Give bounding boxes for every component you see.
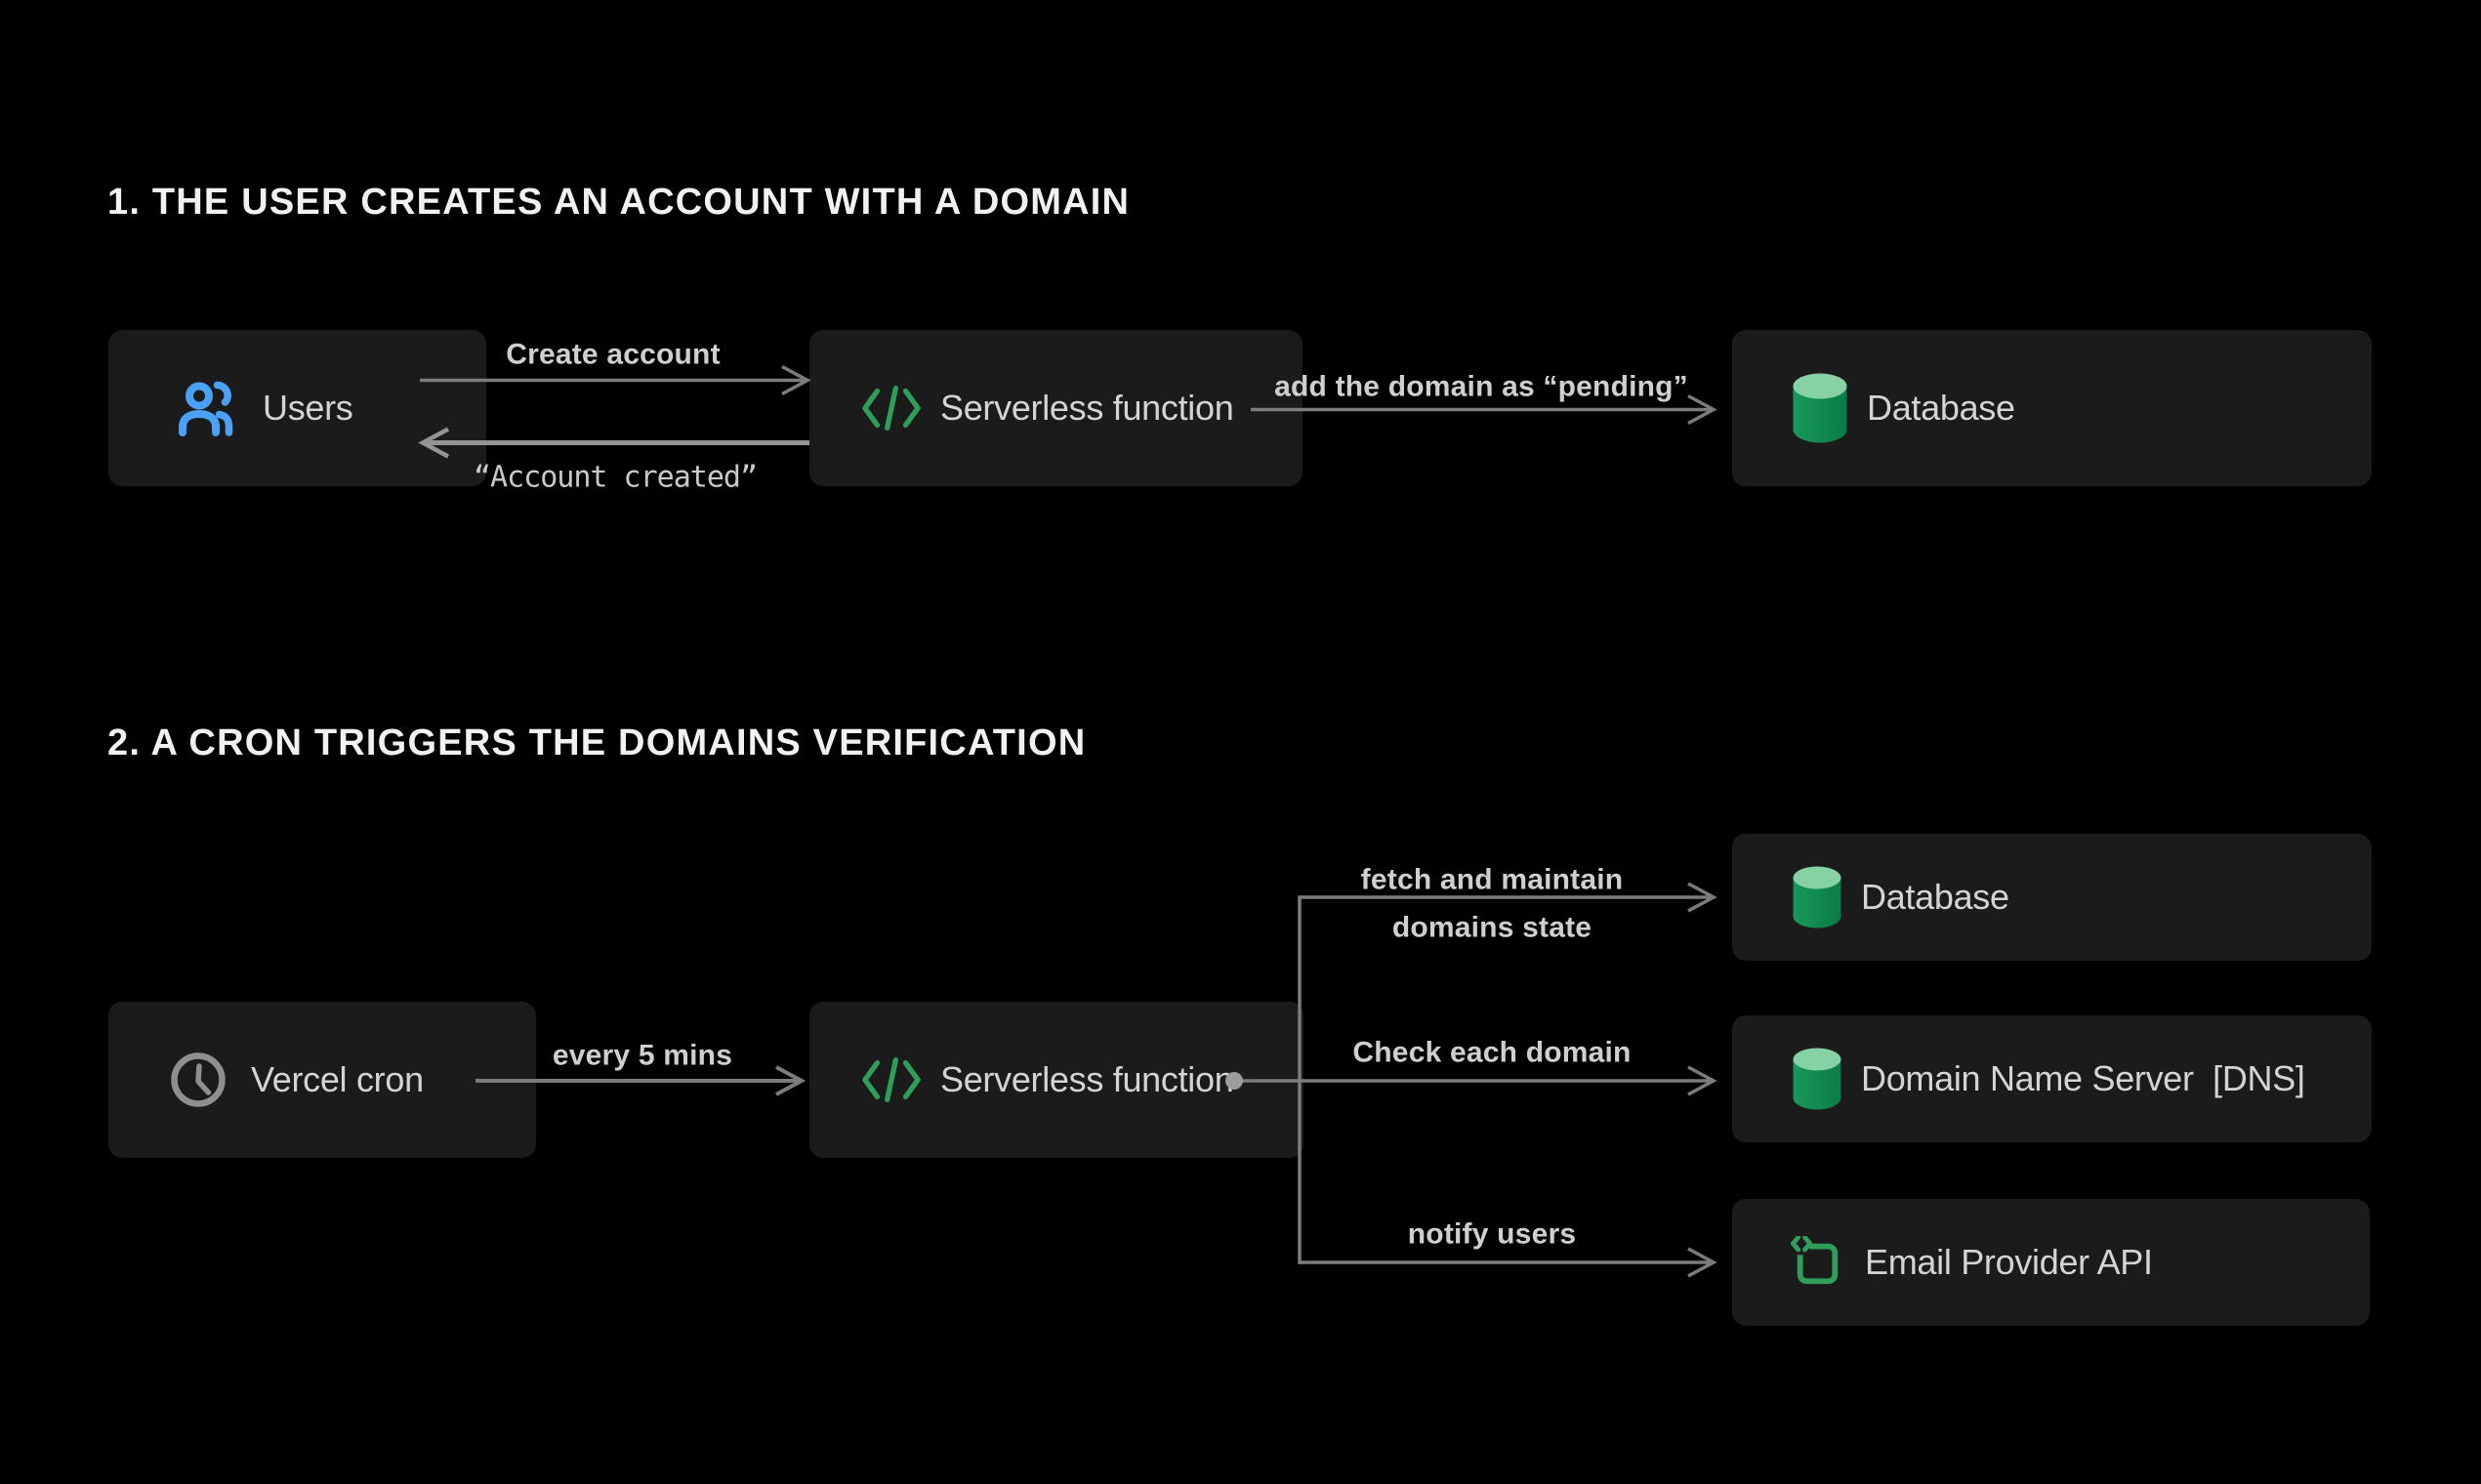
node-database-1: Database [1732,330,2372,486]
node-vercel-cron-label: Vercel cron [251,1059,424,1099]
section1-title: 1. THE USER CREATES AN ACCOUNT WITH A DO… [107,182,1131,223]
database-cylinder-icon [1793,1048,1841,1110]
edge-label-add-domain-pending: add the domain as “pending” [1274,370,1688,403]
code-slash-icon [862,383,921,433]
node-serverless-1: Serverless function [809,330,1303,486]
edge-label-account-created: “Account created” [473,460,758,495]
edge-label-every-5-mins: every 5 mins [552,1039,733,1072]
node-serverless-1-label: Serverless function [940,388,1234,428]
node-serverless-2-label: Serverless function [940,1059,1234,1099]
node-vercel-cron: Vercel cron [108,1002,536,1158]
edge-label-create-account: Create account [506,338,721,371]
edge-label-check-each-domain: Check each domain [1352,1036,1632,1069]
node-database-2: Database [1732,834,2372,961]
email-template-icon [1791,1236,1843,1289]
arrowhead-check [1687,1065,1717,1096]
arrowhead-fetch [1687,882,1717,913]
database-cylinder-icon [1793,373,1847,443]
node-email-provider: Email Provider API [1732,1199,2370,1326]
arrowhead-notify [1687,1247,1717,1278]
section2-title: 2. A CRON TRIGGERS THE DOMAINS VERIFICAT… [107,722,1087,763]
node-email-provider-label: Email Provider API [1865,1242,2153,1282]
edge-label-fetch-and-maintain: fetch and maintain [1360,863,1624,896]
node-users-label: Users [263,388,353,428]
users-icon [177,380,239,436]
edge-label-domains-state: domains state [1391,911,1592,944]
node-dns-label: Domain Name Server [DNS] [1861,1058,2305,1098]
database-cylinder-icon [1793,866,1841,928]
edge-label-notify-users: notify users [1407,1217,1577,1251]
clock-icon [171,1052,226,1107]
node-users: Users [108,330,486,486]
node-serverless-2: Serverless function [809,1002,1303,1158]
node-dns: Domain Name Server [DNS] [1732,1015,2372,1142]
node-database-2-label: Database [1861,877,2009,917]
code-slash-icon [862,1054,921,1105]
node-database-1-label: Database [1867,388,2015,428]
